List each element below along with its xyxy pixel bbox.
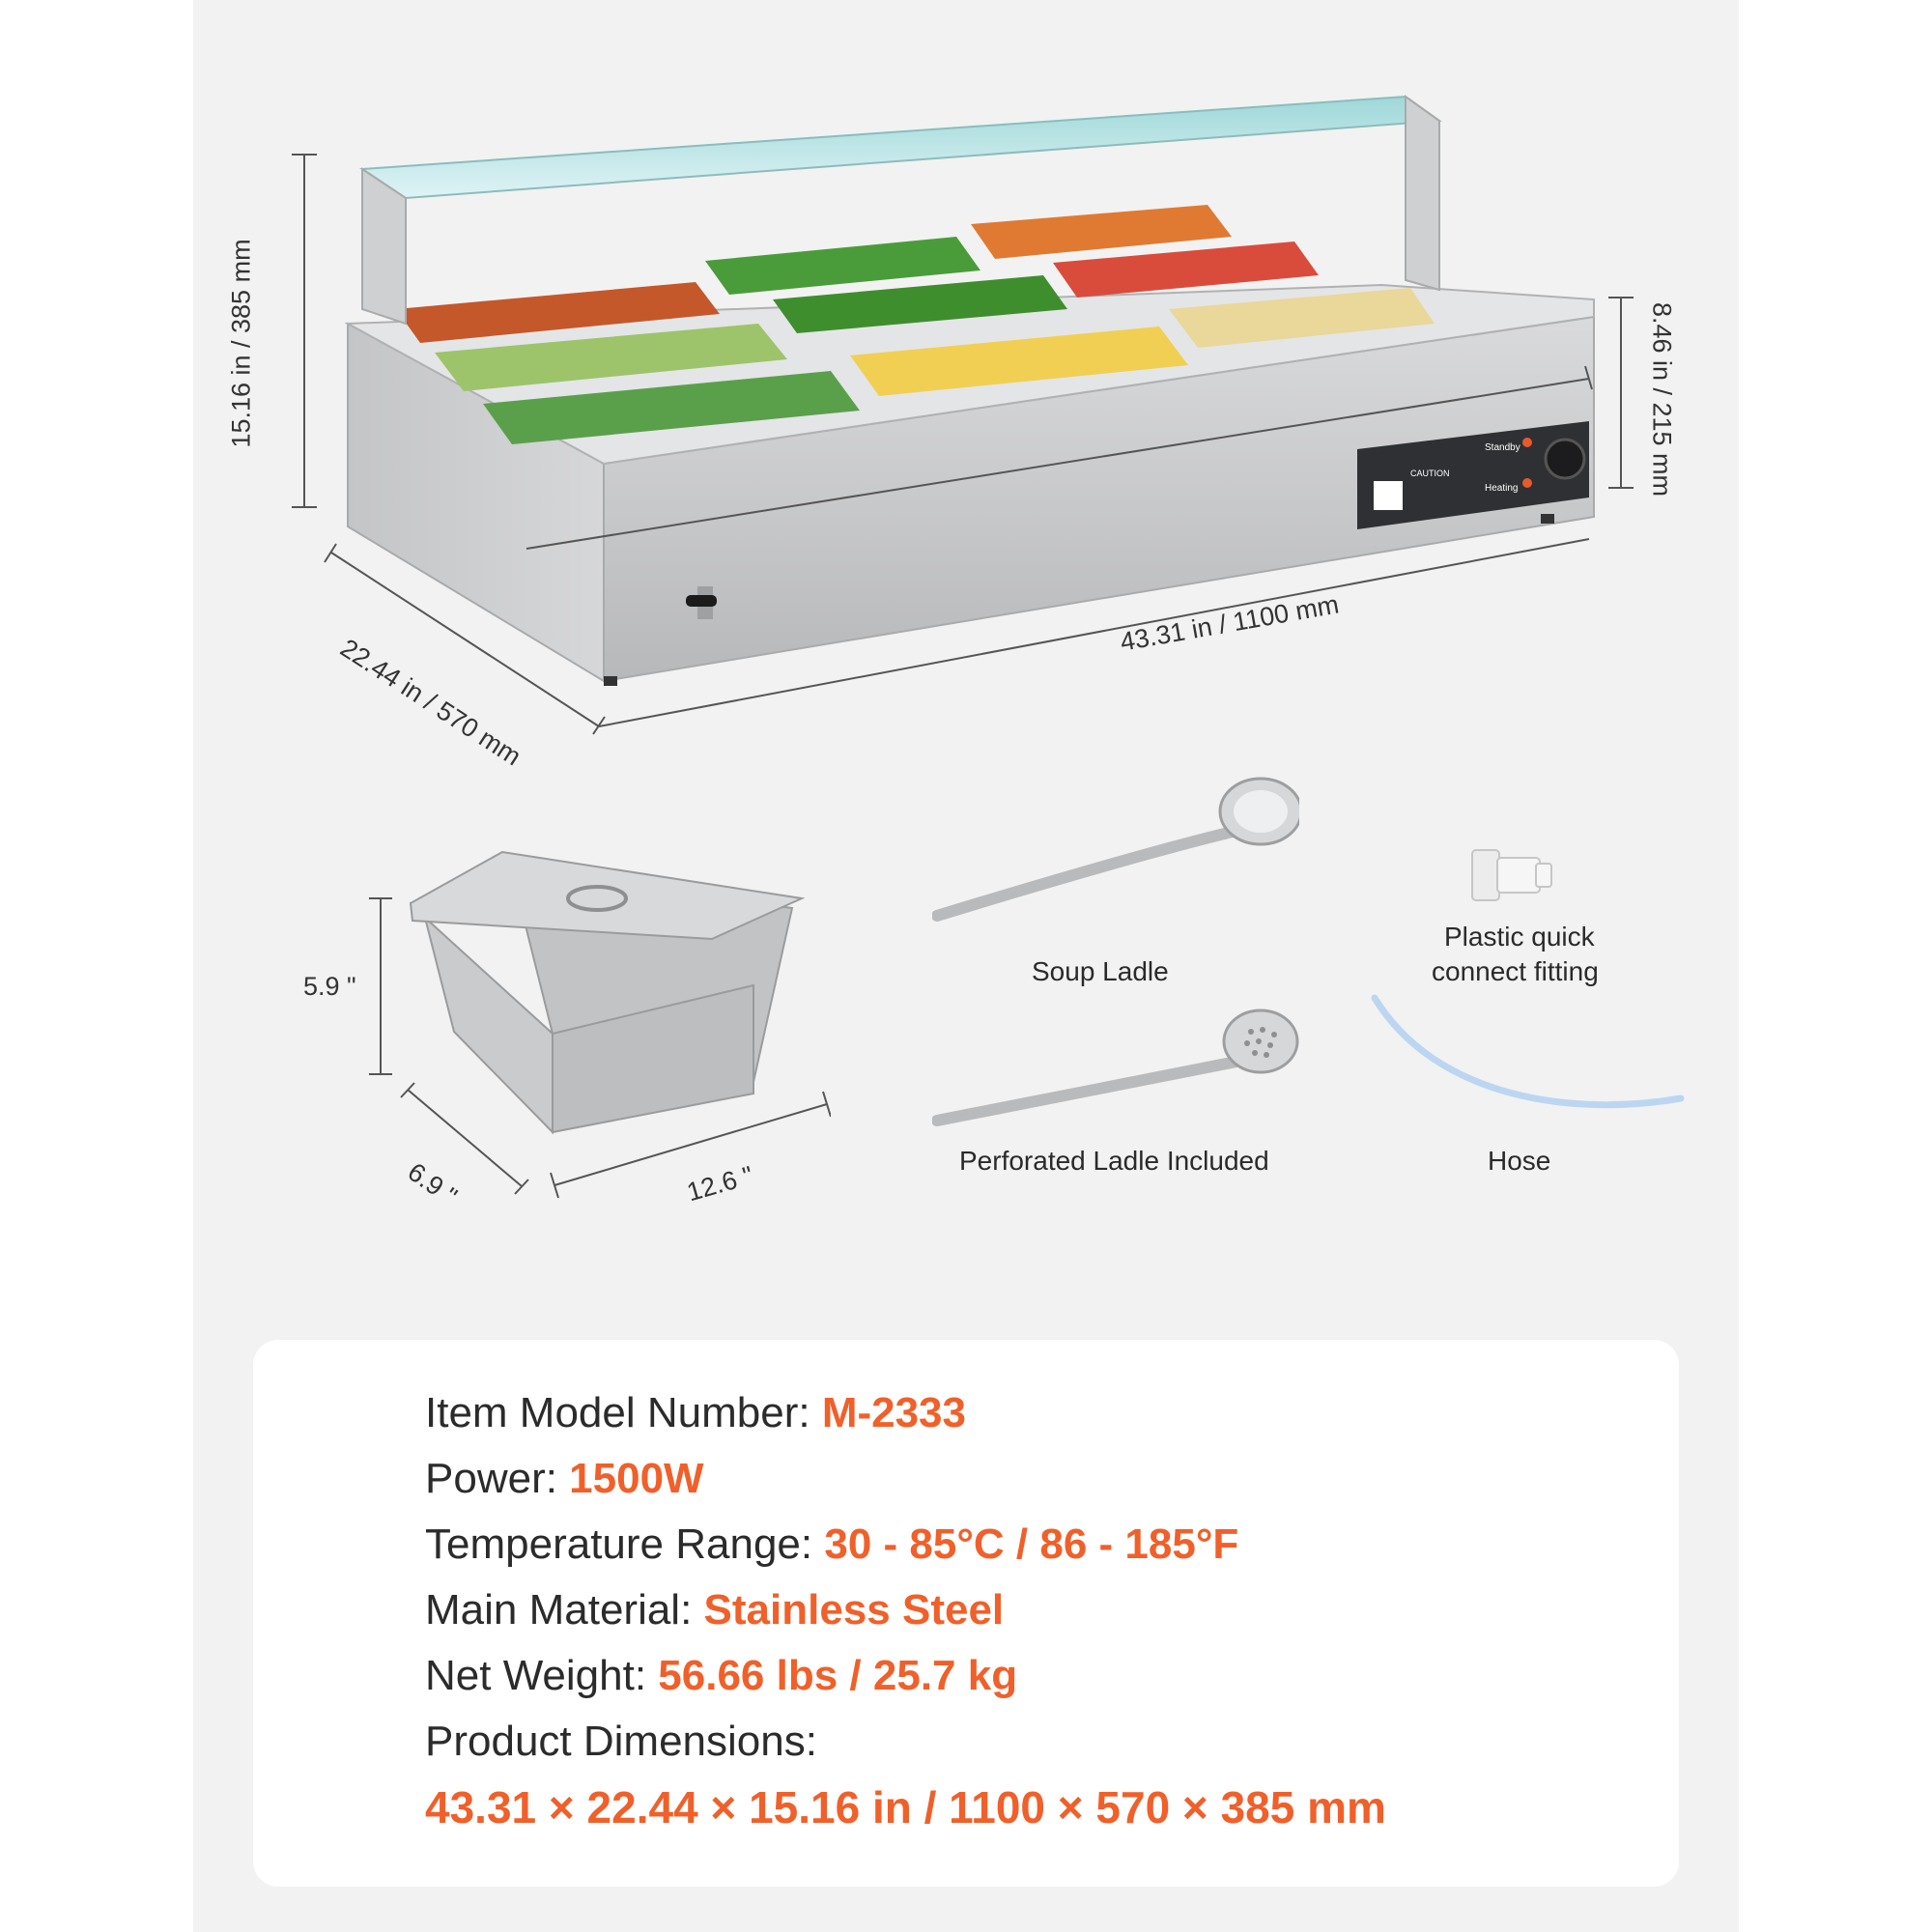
spec-weight-label: Net Weight: [425,1652,659,1699]
spec-power: Power: 1500W [425,1458,704,1500]
spec-dimensions-label: Product Dimensions: [425,1718,817,1765]
spec-material-label: Main Material: [425,1586,704,1634]
quick-connect-fitting-image [1471,849,1552,901]
spec-power-label: Power: [425,1455,570,1502]
foot [1541,514,1554,524]
gn-pan-image [369,850,831,1199]
product-canvas: Standby Heating CAUTION 15.16 in / 385 m [193,0,1739,1932]
standby-label: Standby [1485,442,1520,453]
spec-model-value: M-2333 [821,1389,966,1436]
food-pans [396,205,1435,444]
perforated-ladle-image [932,1009,1299,1126]
drain-valve-icon[interactable] [686,586,717,619]
foot [604,676,617,686]
accessory-label-hose: Hose [1488,1146,1551,1176]
spec-temperature-label: Temperature Range: [425,1520,825,1568]
spec-model: Item Model Number: M-2333 [425,1392,966,1435]
accessory-label-quick-fitting-line1: Plastic quick [1444,922,1595,952]
hose-image [1371,994,1685,1109]
spec-power-value: 1500W [569,1455,704,1502]
spec-temperature: Temperature Range: 30 - 85°C / 86 - 185°… [425,1523,1238,1566]
spec-model-label: Item Model Number: [425,1389,822,1436]
standby-light-icon [1522,438,1532,447]
spec-material-value: Stainless Steel [703,1586,1005,1634]
accessory-label-quick-fitting-line2: connect fitting [1432,956,1599,986]
qr-code-icon [1374,481,1403,510]
spec-weight-value: 56.66 lbs / 25.7 kg [658,1652,1018,1699]
dimension-height-base: 8.46 in / 215 mm [1647,301,1677,497]
accessory-label-perforated-ladle: Perforated Ladle Included [959,1146,1269,1176]
pan-dimension-lines [369,897,831,1199]
heating-light-icon [1522,478,1532,488]
caution-label: CAUTION [1410,469,1450,478]
spec-material: Main Material: Stainless Steel [425,1589,1004,1632]
temperature-knob-icon[interactable] [1544,438,1586,480]
food-warmer-image: Standby Heating CAUTION [292,95,1634,735]
spec-card [253,1340,1679,1887]
pan-dimension-height: 5.9 " [303,972,356,1001]
dimension-height-total: 15.16 in / 385 mm [226,239,256,448]
spec-temperature-value: 30 - 85°C / 86 - 185°F [824,1520,1239,1568]
heating-label: Heating [1485,483,1518,494]
spec-weight: Net Weight: 56.66 lbs / 25.7 kg [425,1655,1017,1697]
control-panel [1357,421,1589,529]
pan-lid [409,850,806,941]
spec-dimensions-value: 43.31 × 22.44 × 15.16 in / 1100 × 570 × … [425,1782,1386,1833]
dimension-lines [292,154,1634,735]
accessory-label-soup-ladle: Soup Ladle [1032,956,1169,986]
soup-ladle-image [932,777,1299,922]
sneeze-guard [359,95,1442,200]
lid-handle-icon [566,885,628,912]
